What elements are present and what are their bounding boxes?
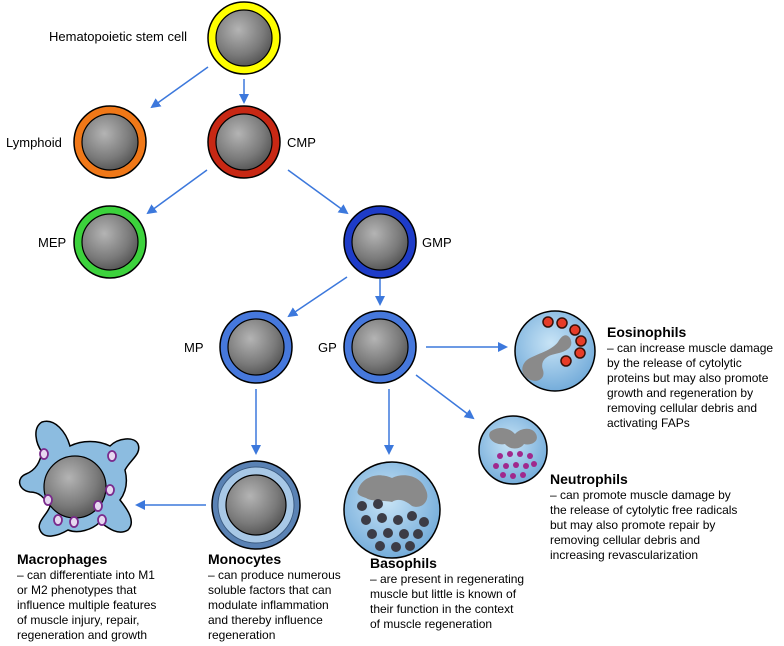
mep-cell [73, 205, 147, 279]
gp-cell [343, 310, 417, 384]
label-gmp: GMP [422, 235, 452, 250]
lymphoid-cell [73, 105, 147, 179]
mp-cell [219, 310, 293, 384]
label-mep: MEP [38, 235, 67, 250]
label-gp: GP [318, 340, 337, 355]
arrow-gp-to-neutrophil [415, 374, 475, 420]
arrow-cmp-to-gmp [287, 169, 349, 215]
eosinophil-cell [514, 310, 596, 392]
label-hematopoietic-stem-cell: Hematopoietic stem cell [49, 29, 187, 44]
macrophage-vacuoles [39, 448, 117, 528]
label-mp: MP [184, 340, 204, 355]
macrophages-description: – can differentiate into M1 or M2 phenot… [17, 568, 157, 642]
neutrophil-cell [478, 415, 548, 485]
eosinophils-description: – can increase muscle damage by the rele… [607, 341, 774, 430]
arrow-cmp-to-mep [146, 169, 208, 215]
monocyte-cell [211, 460, 301, 550]
neutrophils-description: – can promote muscle damage by the relea… [550, 488, 738, 562]
macrophages-title: Macrophages [17, 551, 108, 567]
eosinophils-title: Eosinophils [607, 324, 687, 340]
basophil-granules [357, 499, 429, 552]
macrophage-cell [18, 420, 140, 537]
eosinophil-granules [542, 316, 587, 367]
basophils-title: Basophils [370, 555, 437, 571]
gmp-cell [343, 205, 417, 279]
arrow-gmp-to-mp [287, 276, 348, 318]
arrows [135, 66, 508, 510]
arrow-hsc-to-lymphoid [150, 66, 209, 109]
basophil-cell [343, 461, 441, 559]
neutrophil-granules [493, 451, 537, 479]
hsc-cell [207, 1, 281, 75]
basophils-description: – are present in regenerating muscle but… [370, 572, 525, 631]
cmp-cell [207, 105, 281, 179]
neutrophils-title: Neutrophils [550, 471, 628, 487]
monocytes-description: – can produce numerous soluble factors t… [208, 568, 341, 642]
label-cmp: CMP [287, 135, 316, 150]
monocytes-title: Monocytes [208, 551, 282, 567]
label-lymphoid: Lymphoid [6, 135, 62, 150]
